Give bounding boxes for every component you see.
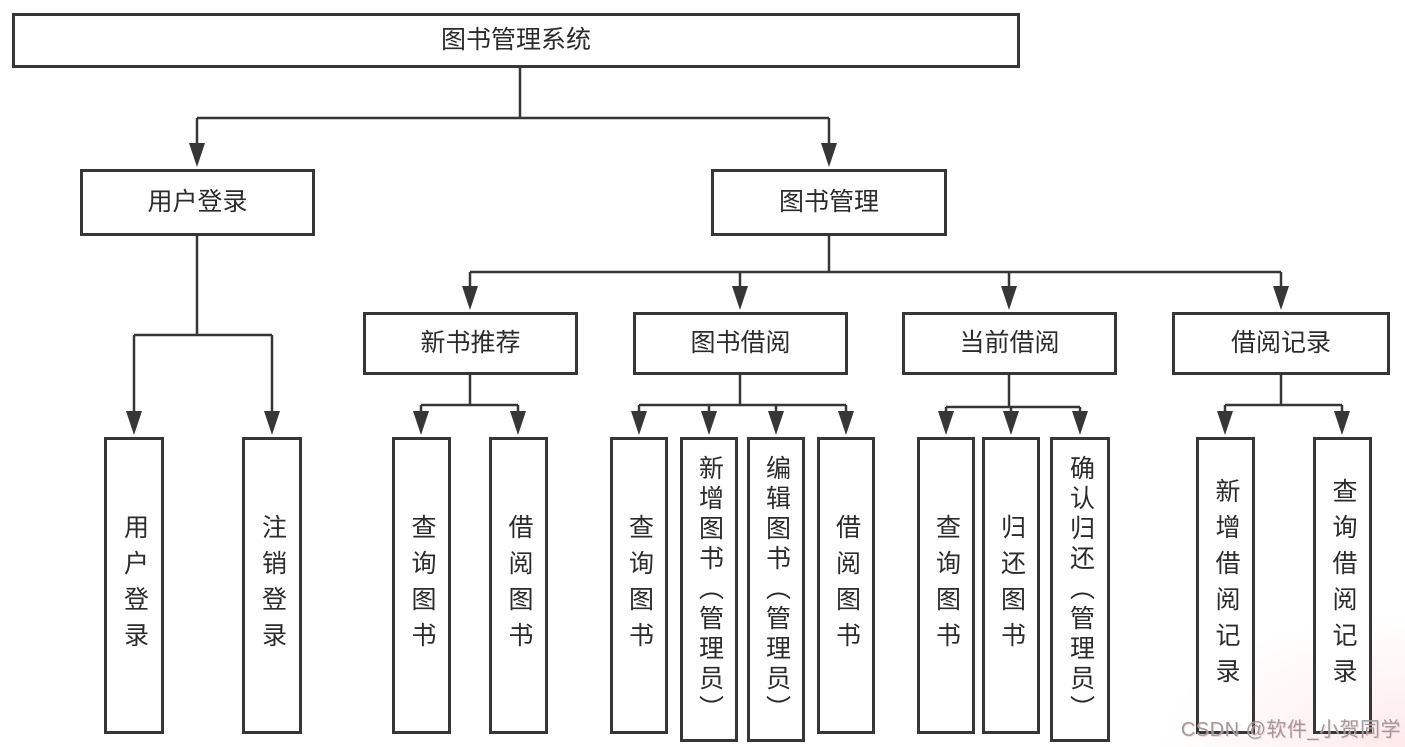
arrow-nb-leaf2 [510, 411, 526, 435]
leaf-cb-return-books: 归还图书 [982, 437, 1040, 734]
arrow-newbook [462, 286, 478, 310]
node-current-borrowing-label: 当前借阅 [959, 329, 1060, 357]
leaf-logout-label: 注销登录 [258, 513, 287, 658]
leaf-br-query-record-label: 查询借阅记录 [1329, 477, 1357, 694]
leaf-nb-borrow-books: 借阅图书 [489, 437, 548, 734]
arrow-cb-leaf2 [1003, 411, 1019, 435]
arrow-leaf-logout [264, 411, 280, 435]
leaf-nb-borrow-books-label: 借阅图书 [505, 513, 533, 658]
leaf-user-login: 用户登录 [104, 437, 164, 734]
arrow-nb-leaf1 [413, 411, 429, 435]
arrow-cb-leaf3 [1072, 411, 1088, 435]
leaf-cb-query-books-label: 查询图书 [932, 513, 961, 658]
node-book-management-label: 图书管理 [778, 188, 879, 216]
leaf-bb-query-books: 查询图书 [610, 437, 668, 734]
arrow-leaf-login [126, 411, 142, 435]
arrow-bb-leaf3 [768, 411, 784, 435]
node-book-management: 图书管理 [711, 169, 947, 236]
node-current-borrowing: 当前借阅 [902, 312, 1117, 375]
watermark: CSDN @软件_小贺同学 [1180, 719, 1401, 741]
leaf-logout: 注销登录 [242, 437, 302, 734]
leaf-bb-borrow-books-label: 借阅图书 [832, 513, 861, 658]
arrow-bb-leaf1 [631, 411, 647, 435]
arrow-bb-leaf4 [838, 411, 854, 435]
leaf-bb-edit-books-admin: 编辑图书（管理员） [747, 437, 805, 742]
leaf-cb-query-books: 查询图书 [917, 437, 975, 734]
leaf-cb-return-books-label: 归还图书 [997, 513, 1026, 658]
arrow-bb-leaf2 [701, 411, 717, 435]
arrow-br-leaf1 [1217, 411, 1233, 435]
node-book-borrowing: 图书借阅 [633, 312, 848, 375]
leaf-br-add-record-label: 新增借阅记录 [1212, 477, 1240, 694]
node-user-login-label: 用户登录 [147, 188, 248, 216]
node-user-login: 用户登录 [80, 169, 315, 236]
arrow-bookborrow [732, 286, 748, 310]
arrow-book-mgmt [821, 143, 837, 167]
leaf-nb-query-books-label: 查询图书 [408, 513, 436, 658]
arrow-borrowrecord [1273, 286, 1289, 310]
leaf-bb-add-books-admin: 新增图书（管理员） [680, 437, 738, 742]
leaf-cb-confirm-return-admin-label: 确认归还（管理员） [1066, 454, 1095, 725]
leaf-bb-query-books-label: 查询图书 [625, 513, 654, 658]
arrow-br-leaf2 [1334, 411, 1350, 435]
leaf-br-query-record: 查询借阅记录 [1313, 437, 1372, 734]
node-borrowing-records: 借阅记录 [1172, 312, 1390, 375]
leaf-bb-borrow-books: 借阅图书 [817, 437, 875, 734]
leaf-br-add-record: 新增借阅记录 [1196, 437, 1255, 734]
node-book-borrowing-label: 图书借阅 [690, 329, 791, 357]
leaf-cb-confirm-return-admin: 确认归还（管理员） [1050, 437, 1110, 742]
arrow-cb-leaf1 [938, 411, 954, 435]
node-borrowing-records-label: 借阅记录 [1230, 329, 1331, 357]
leaf-user-login-label: 用户登录 [120, 513, 149, 658]
arrow-currentborrow [1001, 286, 1017, 310]
node-new-book-recommend: 新书推荐 [363, 312, 578, 375]
node-new-book-recommend-label: 新书推荐 [420, 329, 521, 357]
node-root-label: 图书管理系统 [440, 26, 591, 54]
node-root-system: 图书管理系统 [12, 13, 1020, 68]
leaf-bb-edit-books-admin-label: 编辑图书（管理员） [762, 454, 791, 725]
arrow-user-login [189, 143, 205, 167]
leaf-bb-add-books-admin-label: 新增图书（管理员） [695, 454, 724, 725]
leaf-nb-query-books: 查询图书 [392, 437, 451, 734]
